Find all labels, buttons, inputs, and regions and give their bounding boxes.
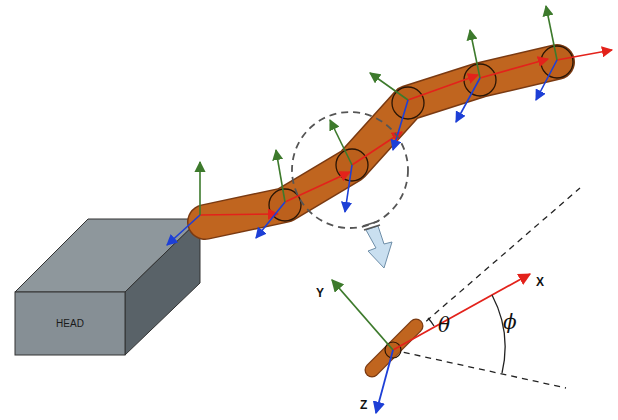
axis-label: Y [316, 286, 324, 300]
head-box: HEAD [15, 292, 125, 355]
zoom-circle [292, 112, 408, 228]
detail-joint [332, 188, 580, 413]
zoom-arrow [366, 226, 392, 268]
snake-joints [269, 46, 573, 221]
angle-label: θ [438, 313, 450, 337]
angle-label: ϕ [503, 310, 517, 334]
snake-body [205, 62, 557, 222]
box-label: HEAD [56, 318, 84, 329]
zoom-arrow-bars [363, 221, 380, 230]
joint-frames [167, 6, 612, 245]
axis-label: Z [360, 398, 367, 412]
axis-label: X [536, 275, 544, 289]
